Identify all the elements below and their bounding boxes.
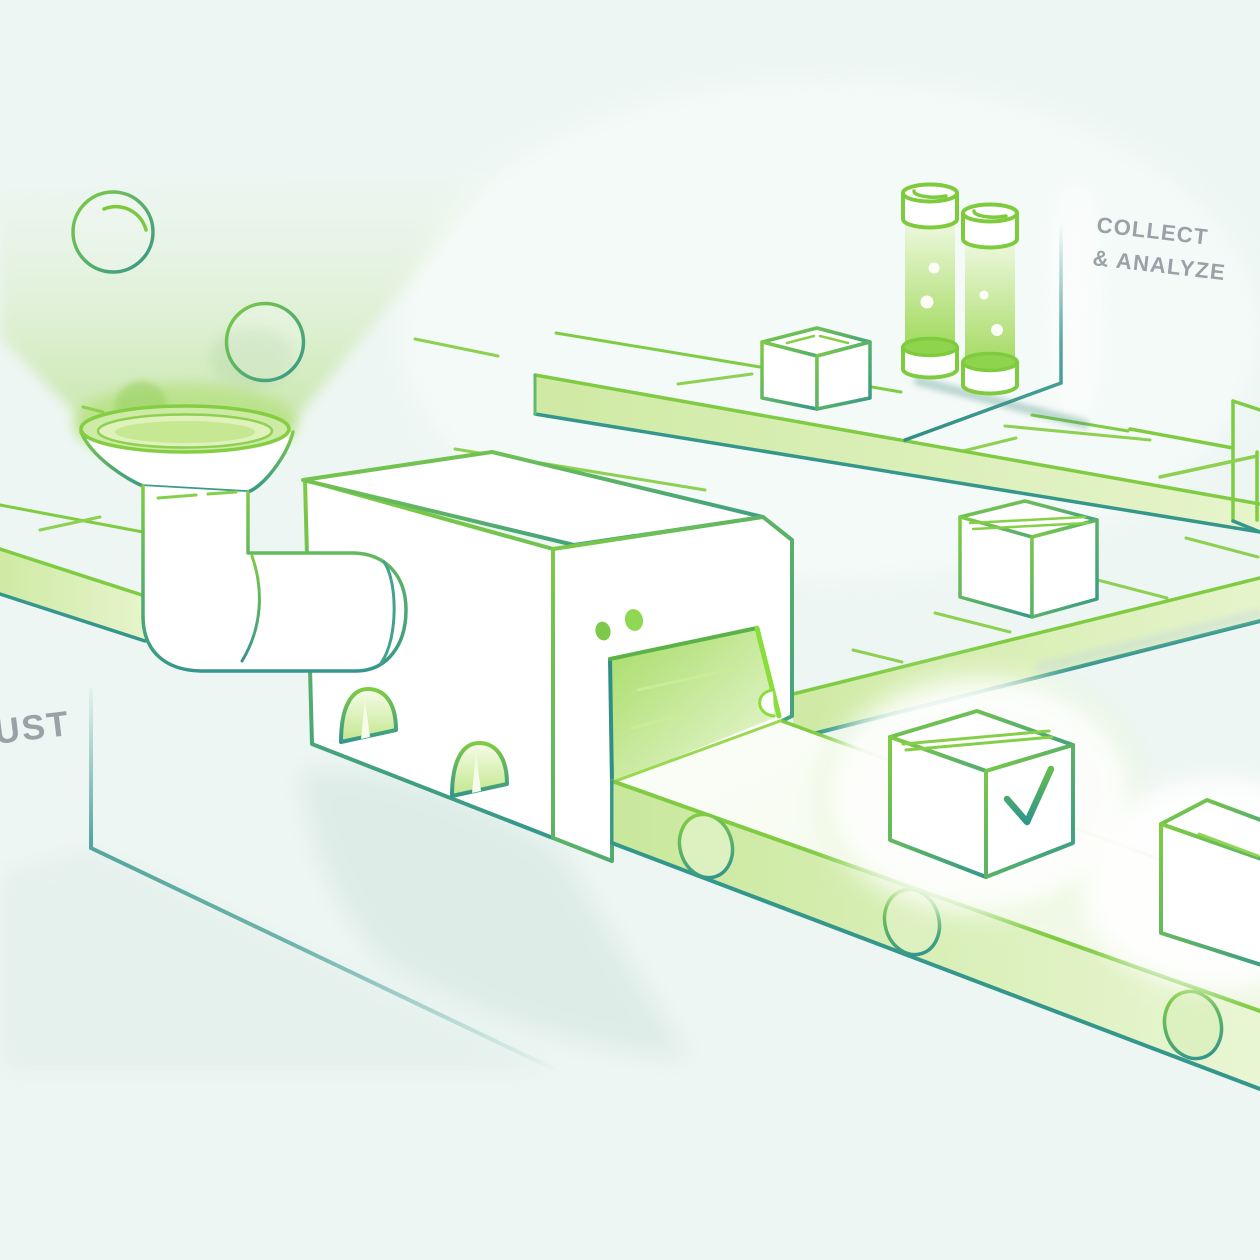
left-belt-slat	[38, 515, 102, 532]
top-conveyor	[81, 331, 1260, 534]
machine-tunnel-opening	[608, 625, 782, 785]
vent-arch-icon	[339, 687, 398, 744]
top-belt-bottom-edge	[533, 412, 1260, 534]
exit-belt-start-edge	[611, 719, 782, 784]
tube-liquid	[965, 232, 1015, 367]
test-tube-2-icon	[961, 202, 1019, 396]
tunnel-highlight-line	[636, 665, 744, 692]
partial-box-edge	[1231, 399, 1260, 412]
machine-vents	[339, 687, 509, 798]
top-belt-band	[535, 375, 1260, 532]
bubble-small-icon	[224, 301, 306, 383]
bubble-large-icon	[71, 190, 155, 274]
partial-box-edge	[1128, 427, 1235, 450]
partial-box-edge	[1231, 519, 1260, 534]
middle-belt-slat	[851, 648, 904, 664]
taped-box-tape-line	[971, 521, 1090, 531]
tube-top-rim	[961, 202, 1019, 224]
pipe-elbow-seam	[240, 554, 261, 663]
corner-glow	[1050, 180, 1102, 420]
cube-right-face	[815, 340, 872, 411]
tube-bubble	[928, 262, 940, 274]
pipe-dash	[156, 493, 198, 500]
bubbles	[71, 190, 306, 388]
output-box-tape-line	[1197, 832, 1260, 858]
pipe-dash	[206, 490, 238, 496]
tube-bubble	[979, 290, 989, 300]
left-belt-top-edge	[0, 547, 147, 598]
exit-belt-bottom-edge	[610, 841, 1260, 1091]
middle-belt-top-edge	[791, 576, 1260, 696]
bubble-shadow	[210, 328, 294, 388]
taped-box-right-face	[1030, 518, 1099, 619]
middle-belt-shadow	[1035, 609, 1260, 673]
glowing-output-box	[1083, 779, 1260, 989]
left-belt-band	[0, 549, 145, 641]
tube-bottom-rim	[961, 351, 1019, 373]
speed-line	[81, 405, 105, 414]
test-tube-shadow	[913, 376, 1090, 429]
cube-flap-line	[785, 334, 816, 345]
top-belt-slat	[676, 372, 754, 386]
bubble-highlight-arc	[102, 204, 148, 232]
belt-roller-icon	[677, 812, 735, 880]
tube-bubble	[920, 295, 934, 309]
approved-box-tape-line	[904, 735, 1054, 752]
approved-box	[815, 665, 1145, 925]
approved-box-tape-line	[901, 729, 1051, 746]
vent-slit	[472, 754, 481, 793]
middle-belt-slat	[1088, 576, 1169, 600]
tube-bottom-rim	[901, 336, 959, 358]
tube-bubble	[991, 324, 1003, 336]
vent-arch-icon	[450, 741, 509, 798]
cube-box-icon	[760, 326, 872, 411]
wall-corner-line	[89, 688, 560, 1073]
backdrop-corner-line	[903, 221, 1063, 442]
top-belt-back-edge	[870, 385, 903, 394]
tunnel-top-edge	[608, 626, 759, 661]
tunnel-notch	[758, 688, 776, 718]
tube-rim-swirl	[972, 209, 1008, 219]
station-backdrop	[903, 221, 1152, 442]
light-beam-shape	[0, 172, 500, 430]
middle-belt-slat	[933, 611, 1012, 634]
taped-box-icon	[958, 499, 1099, 619]
speed-line	[413, 337, 500, 358]
left-belt-back-edge	[0, 503, 145, 534]
checkmark-icon	[1003, 765, 1055, 826]
tube-liquid	[905, 212, 955, 347]
top-belt-top-edge	[533, 373, 1260, 506]
tunnel-left-jamb	[608, 657, 614, 785]
top-belt-back-edge	[554, 331, 762, 369]
machine-eye-icon	[624, 609, 644, 631]
partial-box-right	[1128, 399, 1260, 534]
left-conveyor	[0, 503, 147, 643]
platform-edge	[1003, 424, 1152, 442]
floor-shade	[0, 849, 560, 1072]
left-belt-bottom-edge	[0, 592, 147, 643]
cube-flap-line	[818, 334, 850, 345]
pipe-cap-seam	[379, 560, 396, 665]
tube-top-rim	[901, 182, 959, 204]
left-station-label: UST	[0, 704, 72, 752]
test-tubes	[901, 182, 1090, 429]
tunnel-highlight-line	[630, 712, 690, 730]
tube-rim-swirl	[912, 189, 948, 199]
taped-box-tape-line	[968, 515, 1087, 525]
tunnel-right-frame	[754, 625, 782, 719]
funnel-mouth	[115, 421, 255, 443]
belt-roller-icon	[1162, 989, 1224, 1061]
machine-eye-icon	[595, 621, 611, 641]
funnel-assembly	[79, 404, 408, 673]
output-box-front-face	[1159, 822, 1260, 967]
test-tube-1-icon	[901, 182, 959, 380]
machine-shadow	[300, 769, 690, 1060]
middle-belt-slat	[1184, 536, 1260, 559]
vent-slit	[361, 700, 370, 739]
partial-box-edge	[1158, 454, 1259, 479]
